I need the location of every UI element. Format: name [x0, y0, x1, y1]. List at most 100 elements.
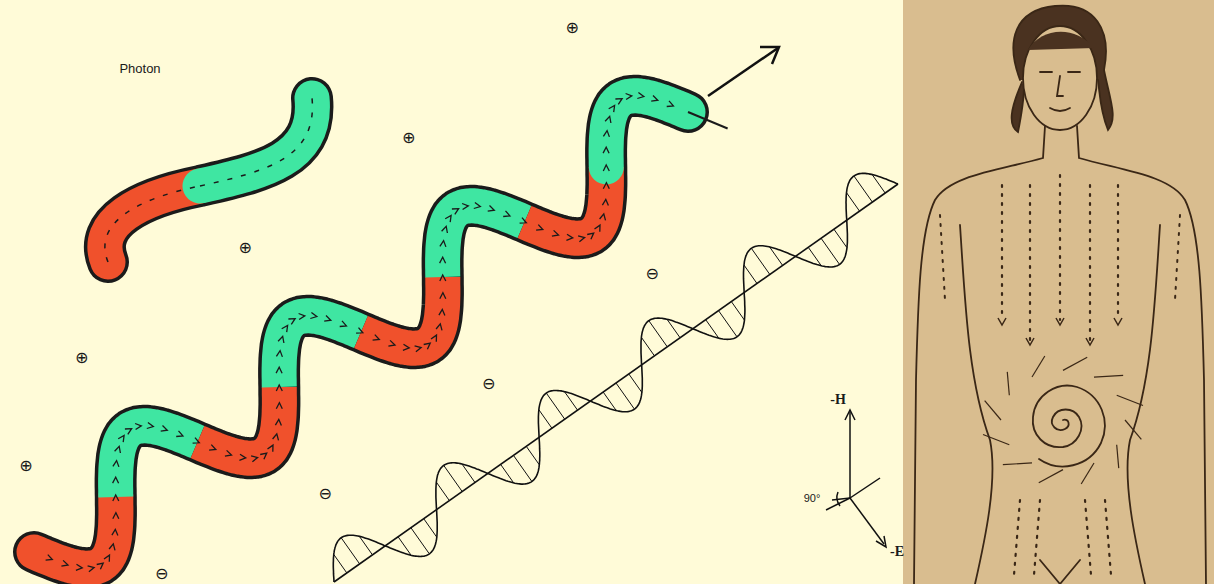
axis-label: -E: [890, 545, 904, 559]
flow-mark: [113, 495, 119, 501]
angle-label: 90°: [804, 493, 821, 504]
tube-green: [443, 206, 525, 277]
flow-mark: [46, 555, 53, 561]
wave-hatch: [731, 302, 744, 320]
flow-mark: [602, 199, 608, 205]
tube-red: [361, 277, 443, 348]
flow-mark: [225, 450, 232, 456]
flow-mark: [275, 419, 281, 425]
photon-small: [105, 98, 313, 262]
flow-mark: [268, 445, 274, 452]
tube-tip: [688, 112, 728, 129]
flow-mark: [161, 426, 168, 432]
flow-mark: [239, 454, 245, 460]
wave-hatch: [341, 538, 359, 564]
energy-dots: [1029, 185, 1031, 340]
right-torso: [1128, 225, 1160, 584]
flow-mark: [566, 234, 572, 240]
navel-spiral: [1033, 386, 1105, 467]
photon-train: [34, 93, 728, 572]
energy-dots: [1059, 175, 1061, 320]
flow-mark: [282, 326, 288, 333]
tube-outline: [34, 96, 688, 568]
wave-axis: [334, 184, 898, 582]
flow-mark: [440, 241, 446, 247]
wave-hatch: [706, 320, 719, 338]
swirl-line: [1117, 445, 1119, 468]
wave-hatch: [846, 193, 859, 211]
axis-label: -H: [830, 393, 846, 407]
wave-hatch: [667, 319, 680, 337]
energy-dots: [1117, 185, 1119, 320]
flow-mark: [135, 424, 141, 430]
charge-sign: ⊕: [566, 20, 579, 36]
swirl-line: [1125, 420, 1141, 439]
flow-mark: [452, 209, 459, 215]
flow-mark: [600, 214, 606, 221]
charge-sign: ⊕: [402, 130, 415, 146]
wave-hatch: [359, 536, 372, 554]
flow-arrow: [1114, 318, 1122, 325]
right-outline: [1077, 126, 1206, 584]
wave-hatch: [501, 464, 514, 482]
flow-mark: [125, 429, 132, 435]
wave-hatch: [854, 176, 872, 202]
tube-red: [34, 497, 116, 568]
flow-mark: [278, 336, 284, 343]
tube-red: [198, 387, 280, 458]
energy-dots: [1034, 500, 1040, 575]
flow-mark: [113, 461, 119, 467]
flow-mark: [193, 438, 200, 444]
swirl-line: [983, 435, 1009, 445]
swirl-line: [1032, 356, 1045, 377]
tube-red: [105, 186, 200, 262]
energy-lines: [940, 175, 1180, 575]
wave-hatch: [649, 321, 667, 347]
hair-fringe: [1028, 32, 1094, 50]
flow-mark: [536, 225, 543, 231]
flow-mark: [388, 340, 395, 346]
swirl-line: [1094, 375, 1123, 377]
charge-sign: ⊖: [645, 266, 658, 282]
flow-mark: [605, 116, 611, 123]
flow-mark: [431, 335, 437, 342]
wave-hatch: [334, 554, 347, 572]
flow-mark: [109, 544, 115, 551]
flow-mark: [276, 403, 282, 409]
flow-mark: [474, 203, 481, 209]
flow-mark: [76, 564, 82, 570]
flow-mark: [147, 423, 154, 429]
tube-outline: [105, 98, 313, 262]
flow-mark: [113, 477, 119, 483]
flow-mark: [462, 204, 468, 210]
axes: [826, 410, 886, 547]
flow-mark: [113, 513, 119, 519]
left-outline: [914, 126, 1045, 584]
flow-mark: [578, 236, 585, 242]
wave-curve: [333, 173, 898, 582]
flow-mark: [97, 563, 104, 569]
wave-hatch: [616, 383, 634, 409]
swirl-line: [985, 401, 1001, 420]
charge-sign: ⊖: [482, 376, 495, 392]
wave-hatch: [444, 465, 462, 491]
wave-hatch: [834, 229, 847, 247]
swirl-line: [1003, 463, 1032, 465]
flow-mark: [488, 206, 495, 212]
part-name: Photon: [119, 62, 160, 75]
flow-mark: [603, 147, 609, 153]
flow-mark: [552, 230, 559, 236]
energy-dots: [1014, 500, 1020, 575]
tube-marks: [105, 186, 200, 262]
charge-sign: ⊕: [239, 240, 252, 256]
nose: [1057, 76, 1063, 96]
swirl-line: [1081, 463, 1094, 484]
head: [1023, 26, 1097, 130]
flow-mark: [61, 560, 68, 566]
tube-green: [279, 316, 361, 387]
body-figure: [914, 6, 1206, 584]
wave-hatch: [808, 247, 821, 265]
flow-arrow: [1056, 318, 1064, 325]
flow-mark: [415, 346, 422, 352]
flow-mark: [424, 343, 431, 349]
